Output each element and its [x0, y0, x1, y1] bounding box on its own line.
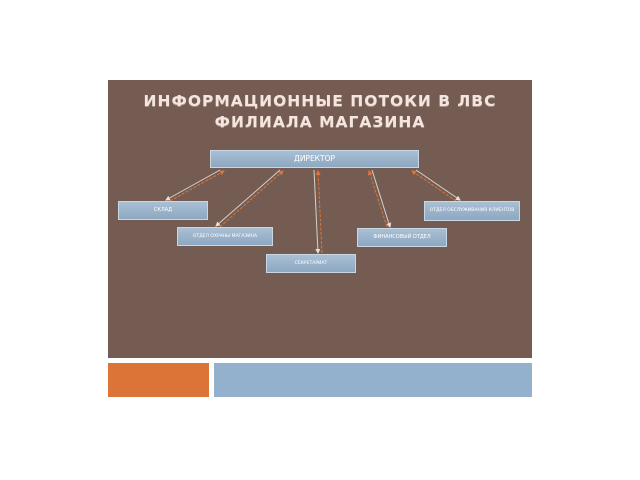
arrow-director-to-finance [371, 169, 392, 228]
arrow-klient-to-director [411, 170, 457, 202]
node-sklad: СКЛАД [118, 201, 208, 220]
arrow-director-to-ohrana [215, 169, 281, 227]
footer-orange-block [108, 363, 209, 397]
flow-arrows [165, 169, 461, 254]
slide: ИНФОРМАЦИОННЫЕ ПОТОКИ В ЛВС ФИЛИАЛА МАГА… [108, 80, 532, 398]
arrow-secretary-to-director [315, 170, 323, 254]
footer-blue-block [214, 363, 532, 397]
node-otdel-ohrany: ОТДЕЛ ОХРАНЫ МАГАЗИНА [177, 227, 273, 246]
node-secretary: СЕКРЕТАРИАТ [266, 254, 356, 273]
arrow-director-to-sklad [165, 169, 221, 201]
title-line-2: ФИЛИАЛА МАГАЗИНА [214, 113, 426, 131]
diagram-area: ИНФОРМАЦИОННЫЕ ПОТОКИ В ЛВС ФИЛИАЛА МАГА… [108, 80, 532, 358]
arrow-director-to-klient [415, 169, 461, 201]
arrow-director-to-secretary [313, 169, 321, 254]
title-line-1: ИНФОРМАЦИОННЫЕ ПОТОКИ В ЛВС [143, 92, 497, 110]
node-director: ДИРЕКТОР [210, 150, 419, 168]
arrow-sklad-to-director [169, 170, 225, 202]
slide-title: ИНФОРМАЦИОННЫЕ ПОТОКИ В ЛВС ФИЛИАЛА МАГА… [108, 91, 532, 133]
node-otdel-obsluzhivaniya: ОТДЕЛ ОБСЛУЖИВАНИЯ КЛИЕНТОВ [424, 201, 520, 221]
arrow-ohrana-to-director [219, 170, 284, 228]
arrow-finance-to-director [367, 170, 388, 228]
node-finance: ФИНАНСОВЫЙ ОТДЕЛ [357, 228, 447, 247]
